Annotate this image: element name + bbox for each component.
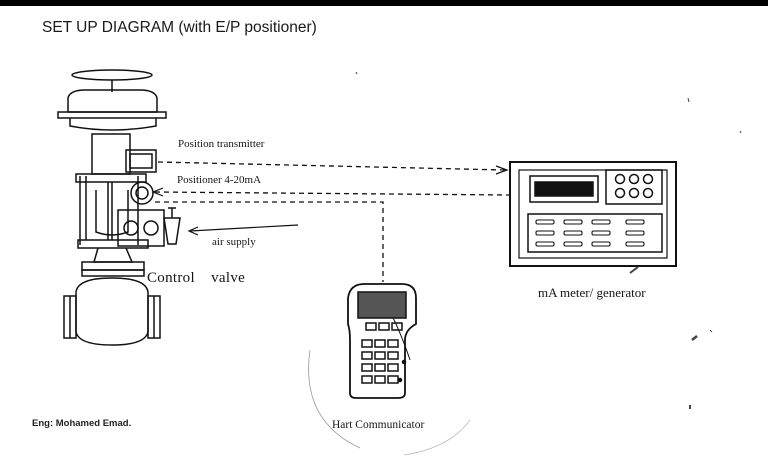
positioner-gauge [130,181,154,205]
arrow-positioner [151,187,164,197]
position-transmitter-label: Position transmitter [178,138,265,150]
meter-display [529,175,599,203]
valve-handwheel [71,69,153,81]
top-border [0,0,768,6]
hart-line [155,201,384,282]
air-supply-line [189,224,299,232]
hart-screen [357,291,407,319]
position-transmitter-box [125,149,157,173]
ma-meter-generator [509,161,677,267]
valve-body [75,277,149,346]
author-credit: Eng: Mohamed Emad. [32,418,132,429]
diagram-title: SET UP DIAGRAM (with E/P positioner) [42,19,317,36]
air-regulator [163,217,181,245]
arrow-transmitter [495,165,509,175]
control-valve [57,69,167,346]
positioner-signal-label: Positioner 4-20mA [177,174,262,186]
actuator-flange [57,111,167,119]
hart-communicator-device [347,283,417,399]
positioner-signal-line [154,191,511,196]
air-supply-label: air supply [212,236,256,248]
control-valve-label: Control valve [147,270,246,286]
arrow-air [187,226,199,236]
ep-positioner [117,209,165,247]
actuator-dome [67,89,158,113]
hart-communicator-label: Hart Communicator [332,419,425,431]
position-transmitter-line [157,161,506,171]
ma-meter-label: mA meter/ generator [538,285,646,300]
